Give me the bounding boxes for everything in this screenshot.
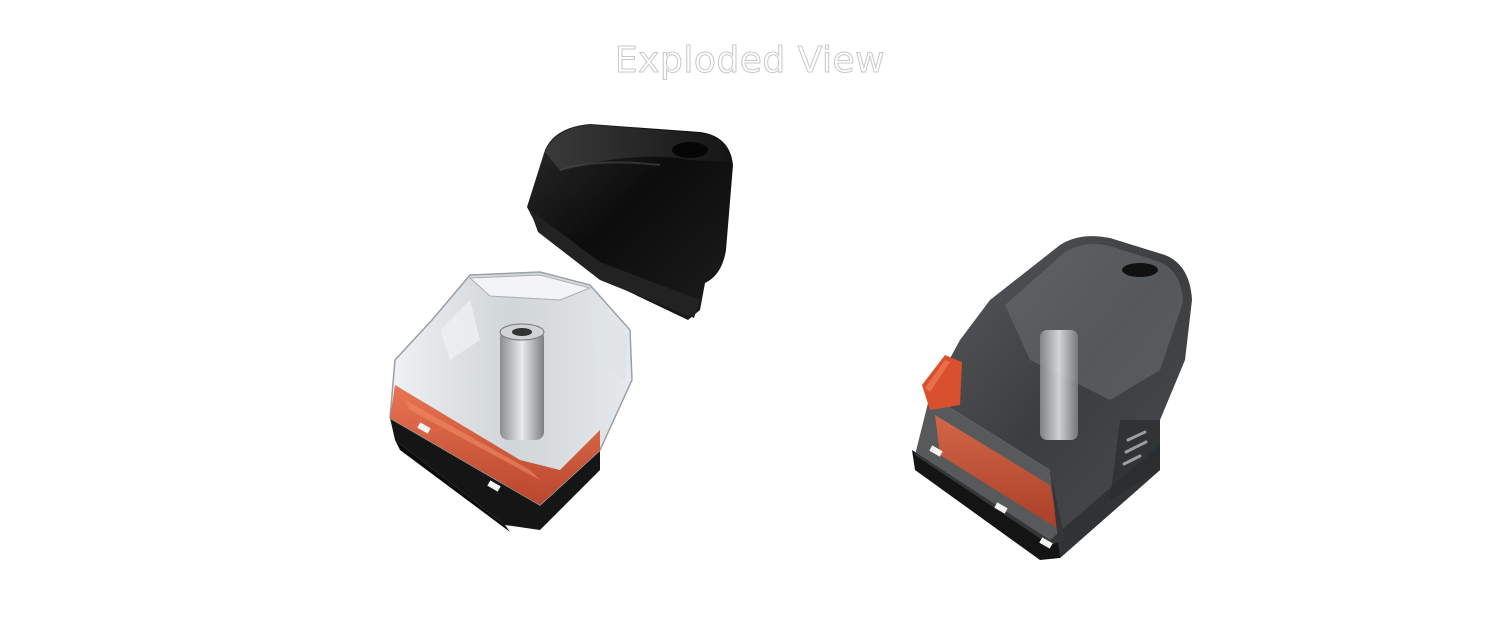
pod-assembled: [912, 236, 1192, 560]
page-title: Exploded View: [614, 40, 886, 82]
brand-logo-icon: [1122, 430, 1148, 466]
pod-mouthpiece: [527, 124, 733, 320]
pod-tank-exploded: [389, 271, 633, 532]
